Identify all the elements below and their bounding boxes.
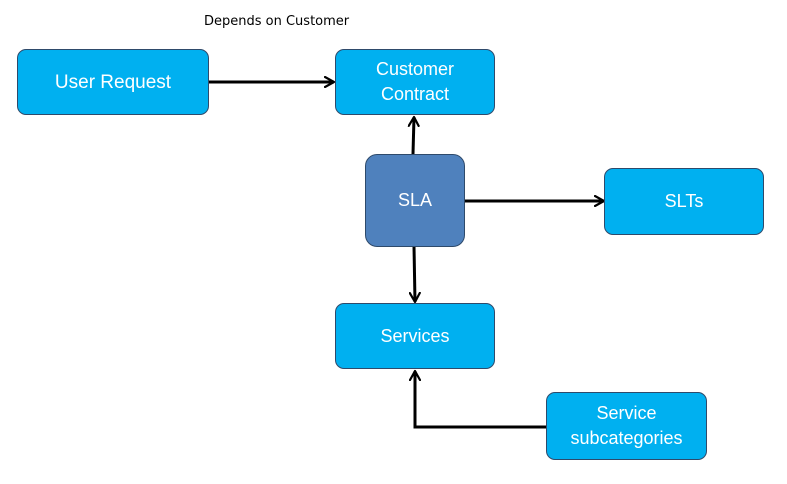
node-user-request: User Request [17,49,209,115]
edge-sla-to-customer-contract [413,117,414,155]
edge-sla-to-services [414,245,415,302]
node-sla: SLA [365,154,465,247]
edge-service-subcategories-to-services [415,371,547,429]
depends-on-customer-annotation: Depends on Customer [204,14,350,29]
node-service-subcategories: Service subcategories [546,392,707,460]
node-services: Services [335,303,495,369]
node-slts: SLTs [604,168,764,235]
node-customer-contract: Customer Contract [335,49,495,115]
